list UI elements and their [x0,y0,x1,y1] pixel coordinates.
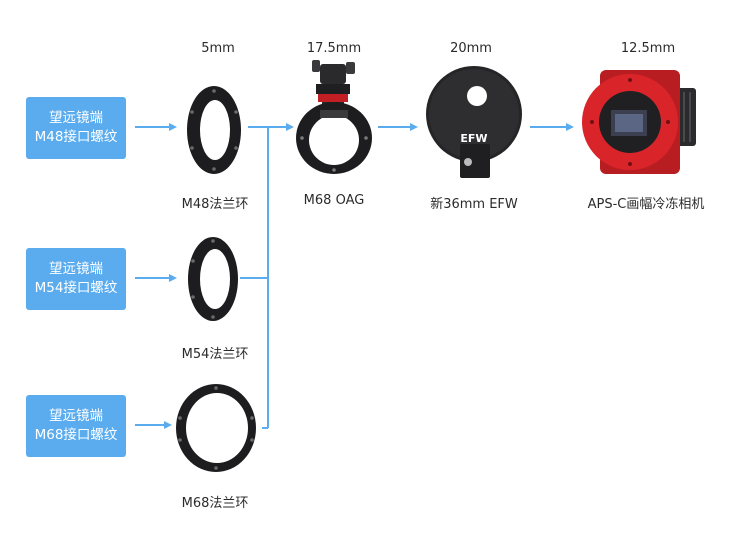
ring-m68-label: M68法兰环 [181,496,249,511]
oag-icon [296,60,372,174]
ring-m48-thickness: 5mm [201,41,235,56]
input-m54-line2: M54接口螺纹 [34,280,118,296]
input-m54-box: 望远镜端 M54接口螺纹 [26,248,126,310]
input-m68-box: 望远镜端 M68接口螺纹 [26,395,126,457]
oag-label: M68 OAG [303,193,365,208]
camera-thickness: 12.5mm [620,41,676,56]
efw-thickness: 20mm [450,41,492,56]
flange-ring-icon [188,237,238,321]
flange-ring-icon [176,384,256,472]
input-m48-line1: 望远镜端 [49,110,103,126]
input-m48-line2: M48接口螺纹 [34,129,118,145]
efw-brand-text: EFW [460,132,487,145]
camera-label: APS-C画幅冷冻相机 [587,197,705,212]
input-m68-line1: 望远镜端 [49,408,103,424]
ring-m54-label: M54法兰环 [181,347,249,362]
cooled-camera-icon [582,70,696,174]
filter-wheel-icon: EFW [426,66,522,178]
input-m48-box: 望远镜端 M48接口螺纹 [26,97,126,159]
input-m54-line1: 望远镜端 [49,261,103,277]
oag-thickness: 17.5mm [306,41,362,56]
flange-ring-icon [187,86,241,174]
ring-m48-label: M48法兰环 [181,197,249,212]
efw-label: 新36mm EFW [430,197,518,212]
input-m68-line2: M68接口螺纹 [34,427,118,443]
